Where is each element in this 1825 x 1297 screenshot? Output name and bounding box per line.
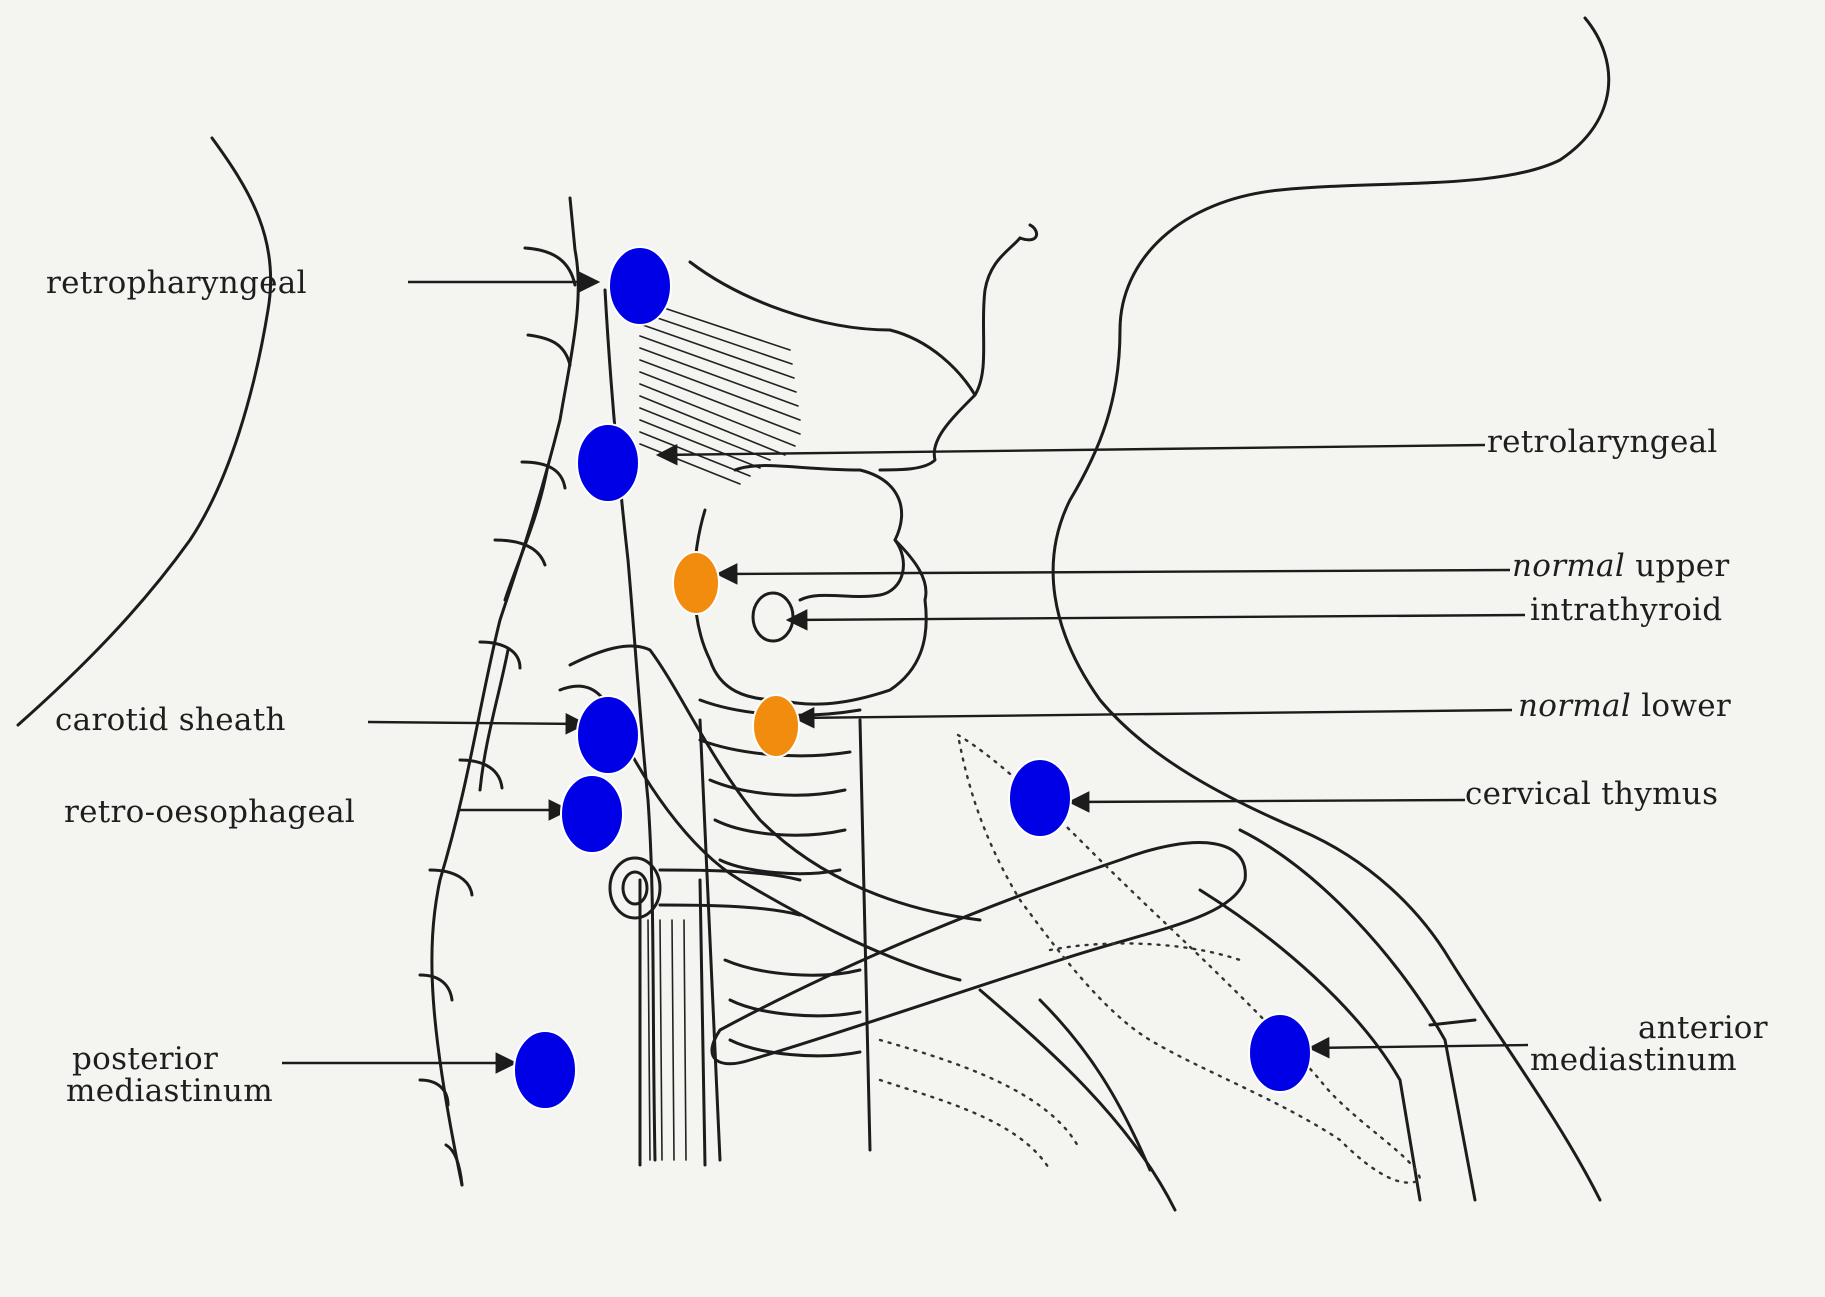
anterior-mediastinum-leader <box>1310 1045 1528 1048</box>
pharynx-outline <box>690 262 975 470</box>
label-posterior-mediastinum-line1: posterior <box>72 1041 218 1077</box>
label-posterior-mediastinum-line2: mediastinum <box>66 1073 273 1109</box>
label-normal-lower-rest: lower <box>1631 688 1731 724</box>
epiglottis-outline <box>975 238 1020 395</box>
marker-carotid-sheath <box>577 696 639 774</box>
leader-lines <box>282 282 1528 1063</box>
labels: retropharyngeal retrolaryngeal normal up… <box>46 265 1768 1109</box>
marker-retropharyngeal <box>609 247 671 325</box>
marker-normal-upper <box>673 552 719 614</box>
intrathyroid-leader <box>788 615 1525 620</box>
label-normal-lower: normal lower <box>1518 688 1731 724</box>
label-normal-upper-rest: upper <box>1625 548 1729 584</box>
label-anterior-mediastinum-line2: mediastinum <box>1530 1042 1737 1078</box>
label-anterior-mediastinum-line1: anterior <box>1638 1010 1768 1046</box>
tracheal-rings <box>700 700 870 1160</box>
sternal-area <box>980 990 1175 1210</box>
label-carotid-sheath: carotid sheath <box>55 702 286 738</box>
label-retropharyngeal: retropharyngeal <box>46 265 307 301</box>
marker-retrolaryngeal <box>577 424 639 502</box>
pharyngeal-constrictor-hatching <box>640 300 800 484</box>
posterior-neck-outline <box>18 138 271 725</box>
marker-anterior-mediastinum <box>1249 1014 1311 1092</box>
thyroid-gland-outline <box>694 510 926 704</box>
retrolaryngeal-leader <box>658 445 1485 455</box>
aortic-arch <box>880 1040 1080 1170</box>
intrathyroid-gland-sketch <box>753 593 793 641</box>
label-retro-oesophageal: retro-oesophageal <box>64 794 355 830</box>
marker-posterior-mediastinum <box>514 1031 576 1109</box>
larynx-outline <box>735 466 903 600</box>
cervical-thymus-leader <box>1070 800 1465 802</box>
normal-lower-leader <box>795 710 1512 718</box>
marker-cervical-thymus <box>1009 759 1071 837</box>
location-markers <box>514 247 1311 1109</box>
neck-line-art <box>18 18 1609 1210</box>
normal-upper-leader <box>718 570 1510 574</box>
marker-retro-oesophageal <box>561 775 623 853</box>
label-normal-lower-italic: normal <box>1518 688 1631 724</box>
clavicle <box>712 843 1245 1064</box>
label-normal-upper: normal upper <box>1512 548 1730 584</box>
anterior-neck-outline <box>1053 18 1609 1200</box>
label-intrathyroid: intrathyroid <box>1530 592 1722 628</box>
mandible-outline <box>1020 225 1037 240</box>
carotid-sheath-leader <box>368 722 585 724</box>
label-retrolaryngeal: retrolaryngeal <box>1487 424 1718 460</box>
marker-normal-lower <box>753 695 799 757</box>
label-normal-upper-italic: normal <box>1512 548 1625 584</box>
label-cervical-thymus: cervical thymus <box>1465 776 1718 812</box>
